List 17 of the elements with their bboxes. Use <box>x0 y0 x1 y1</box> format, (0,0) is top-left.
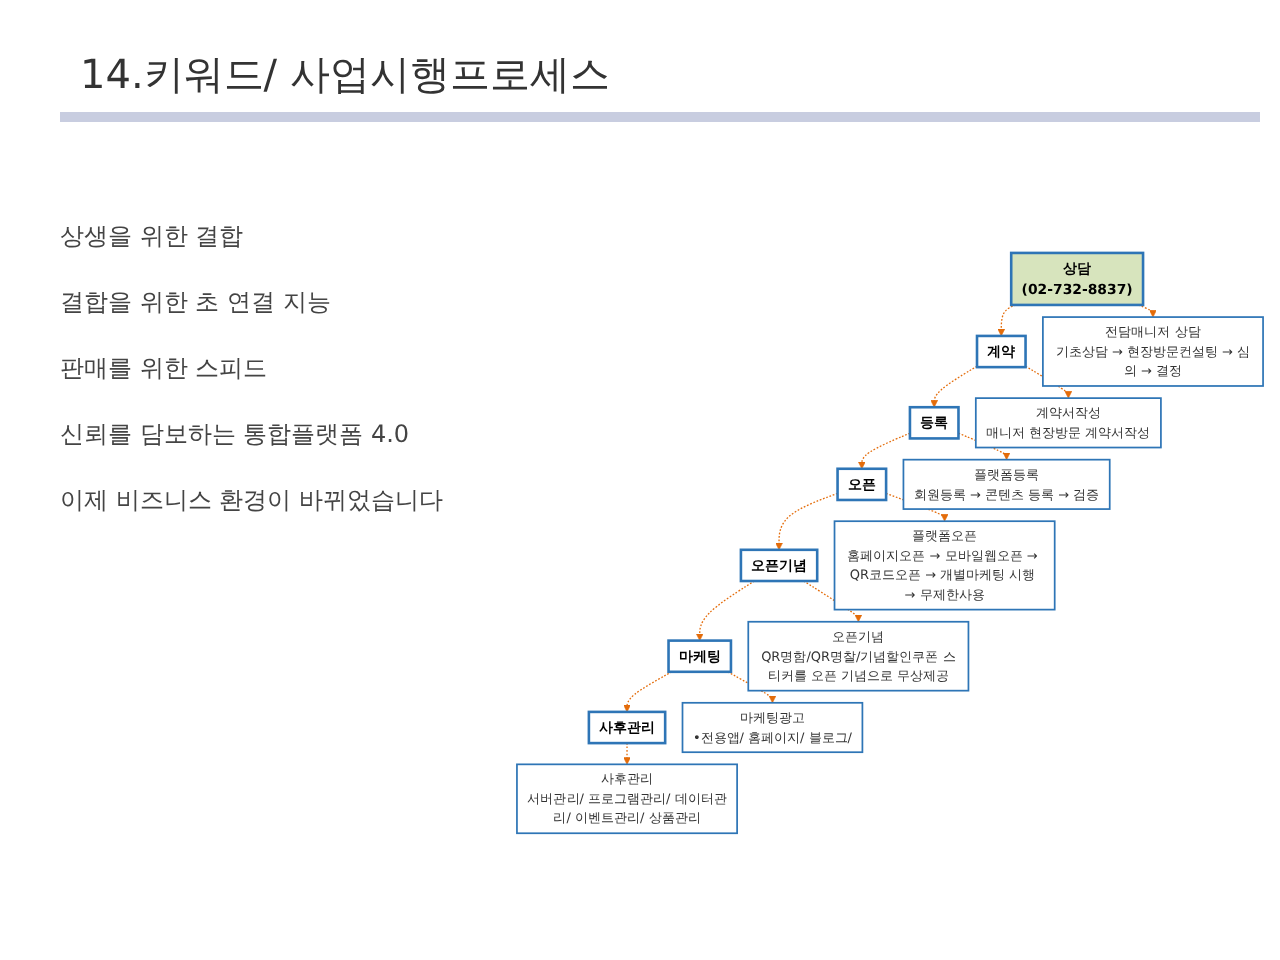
arrow <box>858 433 911 470</box>
keyword-text: 판매를 위한 스피드 <box>60 352 270 386</box>
keyword-text: 상생을 위한 결합 <box>60 220 246 254</box>
keyword-text: 신뢰를 담보하는 통합플랫폼 4.0 <box>60 418 412 452</box>
keyword-text: 결합을 위한 초 연결 지능 <box>60 286 333 320</box>
arrow <box>727 672 777 705</box>
page-title: 14.키워드/ 사업시행프로세스 <box>80 48 610 102</box>
arrow <box>695 581 756 642</box>
arrow <box>803 581 863 623</box>
keyword-text: 이제 비즈니스 환경이 바뀌었습니다 <box>60 484 445 518</box>
arrow <box>1137 305 1157 319</box>
arrow <box>930 366 978 409</box>
arrow <box>623 672 673 714</box>
arrow <box>997 305 1017 338</box>
arrow <box>623 743 631 766</box>
arrow <box>1024 366 1073 400</box>
arrow <box>775 493 839 552</box>
